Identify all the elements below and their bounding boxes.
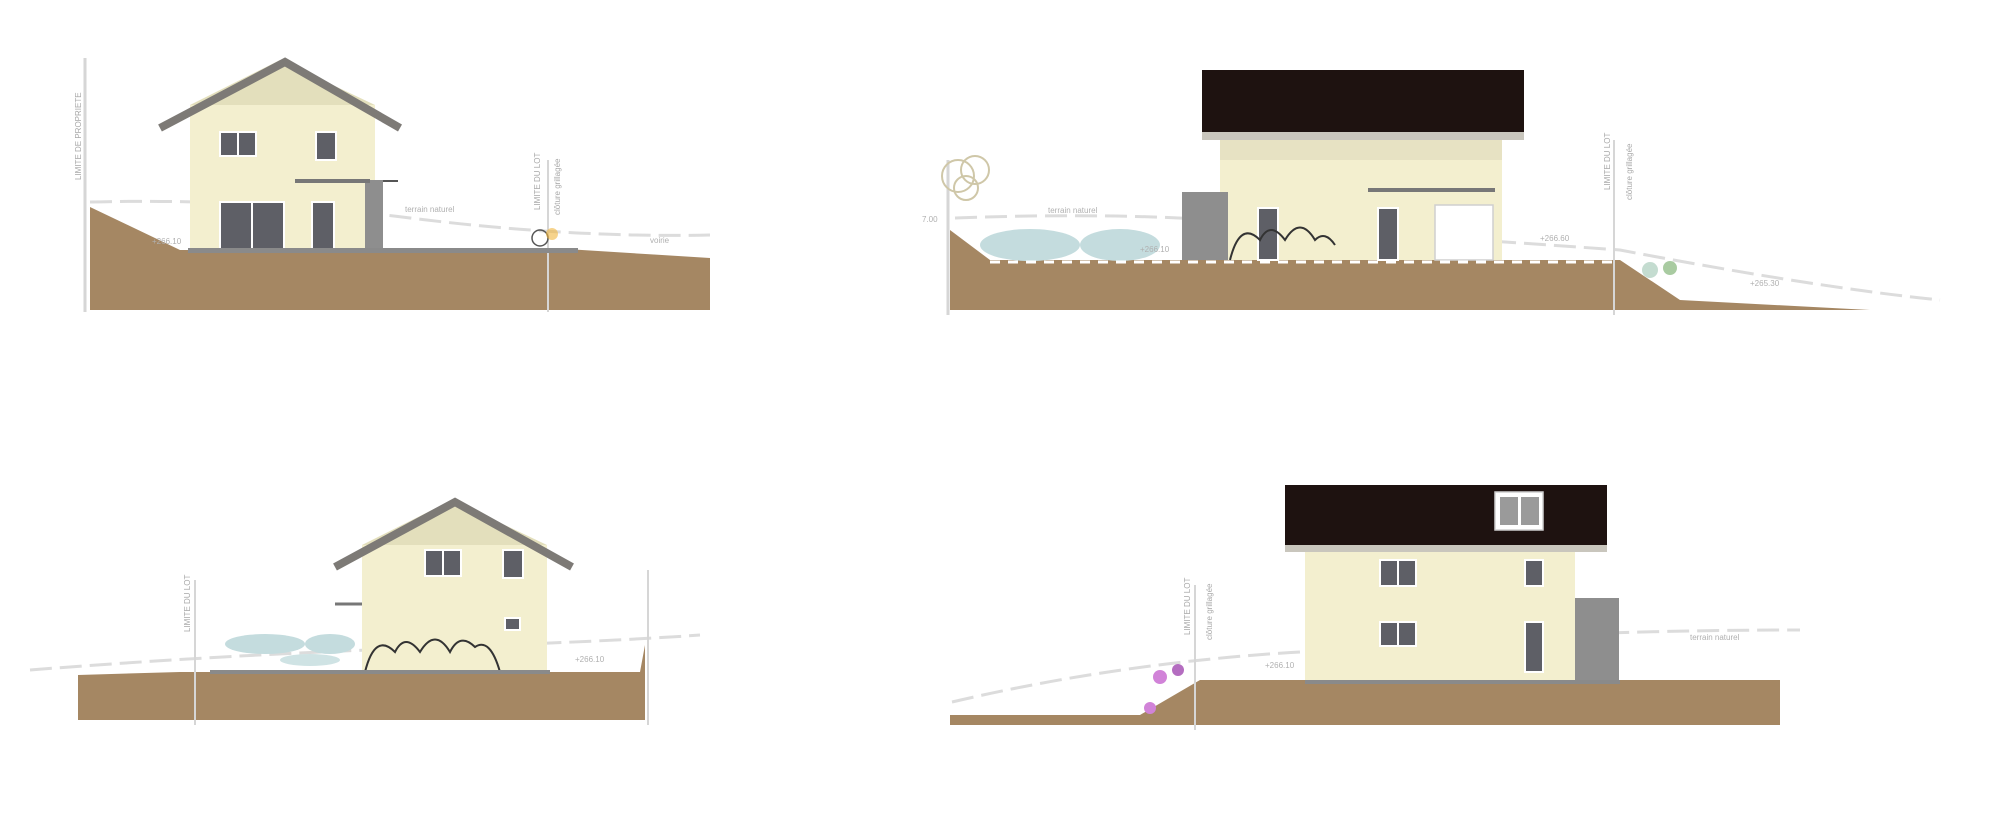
ground-mass — [78, 645, 645, 720]
shrub — [1642, 262, 1658, 278]
level-left: +266.10 — [1140, 245, 1170, 254]
garage-door — [1434, 204, 1494, 261]
annex-block — [1182, 192, 1228, 260]
level-low: +265.30 — [1750, 279, 1780, 288]
level-right: +266.60 — [1540, 234, 1570, 243]
tree — [941, 155, 990, 201]
lot-limit-label: LIMITE DU LOT — [1603, 133, 1612, 190]
road-label: voirie — [650, 236, 670, 245]
ground-mass — [950, 230, 1870, 310]
roof-block — [1285, 485, 1607, 545]
hedge — [305, 634, 355, 654]
shrub — [531, 229, 549, 247]
elevation-top-right: 7.00 LIMITE DU LOT clôture grillagée ter… — [922, 70, 1941, 315]
ground-label: terrain naturel — [1690, 633, 1740, 642]
fence-label: clôture grillagée — [1625, 143, 1634, 200]
ground-label: terrain naturel — [405, 205, 455, 214]
fence-label: clôture grillagée — [553, 158, 562, 215]
entry-door — [1257, 207, 1279, 261]
edge-label: 7.00 — [922, 215, 938, 224]
lot-limit-label: LIMITE DU LOT — [533, 153, 542, 210]
fence-label: clôture grillagée — [1205, 583, 1214, 640]
shrub-outline — [364, 638, 501, 673]
window — [315, 131, 337, 161]
window — [1524, 559, 1544, 587]
level-label: +266.10 — [575, 655, 605, 664]
house-gable-shade — [362, 500, 547, 545]
annex-block — [365, 180, 383, 250]
flowering-shrub — [1153, 670, 1167, 684]
hedge — [225, 634, 305, 654]
elevation-bottom-right: LIMITE DU LOT clôture grillagée +266.10 … — [950, 485, 1801, 730]
property-limit-label: LIMITE DE PROPRIETE — [74, 92, 83, 180]
lot-limit-label: LIMITE DU LOT — [1183, 578, 1192, 635]
entry-door — [311, 201, 335, 251]
annex-block — [1575, 598, 1619, 682]
shrub-outline — [1229, 226, 1336, 261]
terrain-line — [89, 199, 711, 237]
lot-limit-label: LIMITE DU LOT — [183, 575, 192, 632]
house-gable-shade — [190, 60, 375, 105]
hedge — [1080, 229, 1160, 261]
roof-block — [1202, 70, 1524, 132]
window — [502, 549, 524, 579]
level-label: +266.10 — [1265, 661, 1295, 670]
ground-label: terrain naturel — [1048, 206, 1098, 215]
ground-mass — [90, 207, 710, 310]
entry-door — [1377, 207, 1399, 261]
hedge — [980, 229, 1080, 261]
ground-mass — [950, 680, 1780, 725]
elevation-top-left: LIMITE DE PROPRIETE LIMITE DU LOT clôtur… — [74, 57, 711, 312]
roof-edge — [158, 57, 402, 132]
level-label: +266.10 — [152, 237, 182, 246]
window — [504, 617, 521, 631]
elevation-bottom-left: LIMITE DU LOT +266.10 — [29, 497, 701, 725]
roof-edge — [333, 497, 574, 571]
terrace-slab — [188, 248, 578, 253]
entry-door — [1524, 621, 1544, 673]
